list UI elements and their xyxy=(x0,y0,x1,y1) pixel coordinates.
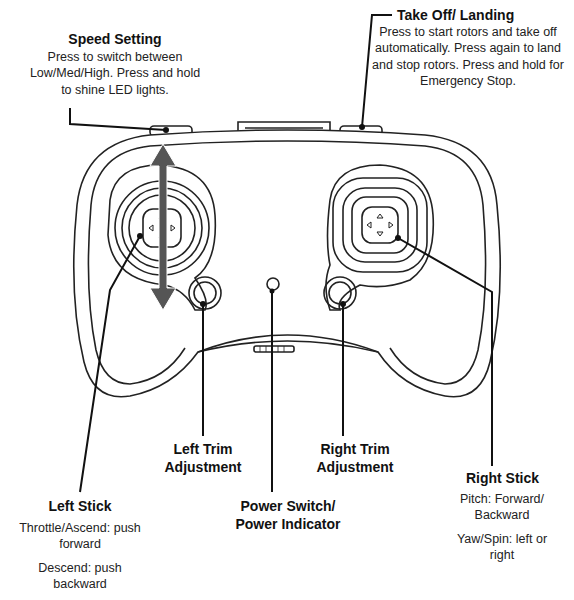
callout-title: Left Trim Adjustment xyxy=(155,440,251,476)
callout-title: Power Switch/ Power Indicator xyxy=(218,497,358,533)
callout-text: Descend: push backward xyxy=(15,560,145,593)
callout-title: Right Trim Adjustment xyxy=(305,440,405,476)
callout-text: Yaw/Spin: left or right xyxy=(447,531,557,564)
callout-title: Take Off/ Landing xyxy=(397,6,567,24)
callout-text: Throttle/Ascend: push forward xyxy=(15,520,145,553)
callout-title: Speed Setting xyxy=(30,30,200,48)
callout-text: Pitch: Forward/ Backward xyxy=(447,491,557,524)
callout-title: Left Stick xyxy=(20,497,140,515)
callout-text: Press to start rotors and take off autom… xyxy=(370,24,566,89)
callout-title: Right Stick xyxy=(440,469,565,487)
callout-text: Press to switch between Low/Med/High. Pr… xyxy=(25,49,205,98)
